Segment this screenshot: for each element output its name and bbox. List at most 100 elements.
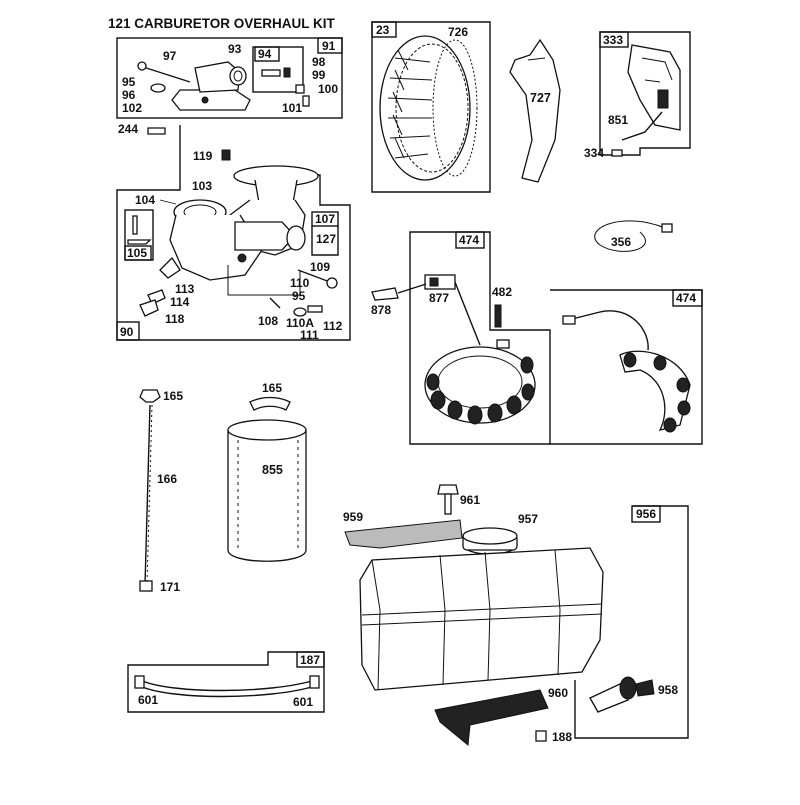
part-label-110a: 110A xyxy=(286,316,314,330)
part-label-100: 100 xyxy=(318,82,338,96)
ignition-module-icon xyxy=(621,44,681,141)
flywheel-box xyxy=(371,21,491,193)
flywheel-group: 23 726 xyxy=(371,21,491,193)
flywheel-icon xyxy=(379,35,478,181)
fuel-tank-tag-box xyxy=(631,505,661,523)
carburetor-sub-b-tag: 105 xyxy=(127,246,147,260)
part-label-601a: 601 xyxy=(138,693,158,707)
fuel-pump-tag-box xyxy=(599,31,629,48)
carburetor-kit-group: 91 94 93 97 95 96 102 98 99 100 xyxy=(116,37,343,119)
connector-icon xyxy=(371,274,456,301)
alternator-group: 474 877 878 482 474 xyxy=(371,231,703,445)
wing-nut-icon xyxy=(139,389,161,403)
part-label-878: 878 xyxy=(371,303,391,317)
needle-valve-icon xyxy=(139,65,191,83)
alternator-tag-box xyxy=(455,231,485,249)
fuel-line-group: 165 166 171 xyxy=(139,389,183,594)
flywheel-tag: 23 xyxy=(376,23,390,37)
part-label-98: 98 xyxy=(312,55,326,69)
shroud-icon xyxy=(509,38,561,183)
carburetor-sub-a-tag: 107 xyxy=(315,212,335,226)
part-label-108: 108 xyxy=(258,314,278,328)
part-label-165b: 165 xyxy=(262,381,282,395)
fuel-pump-tag: 333 xyxy=(603,33,623,47)
carburetor-kit-box xyxy=(116,37,343,119)
screw-334-icon xyxy=(611,149,623,157)
clip-165-icon xyxy=(249,396,291,411)
stator-ring-icon xyxy=(424,339,536,425)
kit-sub-tag: 94 xyxy=(258,47,272,61)
bolt-482-icon xyxy=(494,304,502,328)
part-label-109: 109 xyxy=(310,260,330,274)
part-label-960: 960 xyxy=(548,686,568,700)
part-label-110: 110 xyxy=(290,276,310,290)
carburetor-group: 90 244 119 103 104 107 127 105 xyxy=(116,122,351,342)
part-label-165a: 165 xyxy=(163,389,183,403)
bolt-961-icon xyxy=(437,484,459,515)
part-label-334: 334 xyxy=(584,146,604,160)
fuel-pump-box xyxy=(599,31,691,156)
part-label-171: 171 xyxy=(160,580,180,594)
part-label-727: 727 xyxy=(530,91,551,105)
kit-screws-icon xyxy=(261,67,310,107)
filter-sleeve-icon xyxy=(227,419,307,562)
mount-960-icon xyxy=(434,689,549,746)
fuel-tank-box xyxy=(574,505,689,739)
part-label-855: 855 xyxy=(262,463,283,477)
part-label-112: 112 xyxy=(323,319,343,333)
screw-119-icon xyxy=(221,149,231,161)
alternator-box xyxy=(409,231,551,445)
throttle-link-icon xyxy=(269,269,338,317)
part-label-102: 102 xyxy=(122,101,142,115)
screw-188-icon xyxy=(535,730,547,742)
part-label-958: 958 xyxy=(658,683,678,697)
part-label-957: 957 xyxy=(518,512,538,526)
part-label-244: 244 xyxy=(118,122,138,136)
fuel-pump-group: 333 851 334 xyxy=(584,31,691,160)
carburetor-assembly-icon xyxy=(159,165,319,296)
part-label-601b: 601 xyxy=(293,695,313,709)
part-label-356: 356 xyxy=(611,235,631,249)
gasket-ring-icon xyxy=(150,83,166,93)
part-label-482: 482 xyxy=(492,285,512,299)
part-label-93: 93 xyxy=(228,42,242,56)
carburetor-tag-box xyxy=(116,321,140,341)
part-label-959: 959 xyxy=(343,510,363,524)
fuel-tank-tag: 956 xyxy=(636,507,656,521)
part-label-103: 103 xyxy=(192,179,212,193)
alternator-sub-tag-box xyxy=(672,289,703,307)
part-label-95: 95 xyxy=(122,75,136,89)
jet-icon xyxy=(132,215,138,235)
carburetor-body-icon xyxy=(171,61,251,111)
part-label-97: 97 xyxy=(163,49,177,63)
diagram-title: 121 CARBURETOR OVERHAUL KIT xyxy=(108,16,336,31)
part-label-111: 111 xyxy=(300,328,319,342)
wire-icon xyxy=(594,220,666,252)
alternator-half-ring-icon xyxy=(562,310,691,433)
carburetor-kit-tag-box xyxy=(317,37,343,54)
bowl-nut-icon xyxy=(139,289,166,317)
carburetor-sub-b-tag-box xyxy=(124,245,152,261)
kit-sub-tag-box xyxy=(254,46,280,62)
alternator-tag: 474 xyxy=(459,233,479,247)
fuel-hose-tag: 187 xyxy=(300,653,320,667)
part-label-114: 114 xyxy=(170,295,190,309)
wire-group: 356 xyxy=(594,220,673,252)
part-label-104: 104 xyxy=(135,193,155,207)
part-label-118: 118 xyxy=(165,312,185,326)
part-label-95b: 95 xyxy=(292,289,306,303)
carburetor-kit-tag: 91 xyxy=(322,39,336,53)
carburetor-sub-a-tag-box xyxy=(311,211,339,227)
fuel-tank-icon xyxy=(359,527,604,691)
part-label-188: 188 xyxy=(552,730,572,744)
part-label-96: 96 xyxy=(122,88,136,102)
fuel-tank-group: 956 961 957 959 960 958 188 xyxy=(343,484,689,746)
part-label-113: 113 xyxy=(175,282,195,296)
fuel-hose-group: 187 601 601 xyxy=(127,651,325,713)
filter-group: 165 855 xyxy=(227,381,307,562)
fuel-hose-tag-box xyxy=(296,651,325,668)
stator-lead-icon xyxy=(454,281,481,346)
part-label-961: 961 xyxy=(460,493,480,507)
